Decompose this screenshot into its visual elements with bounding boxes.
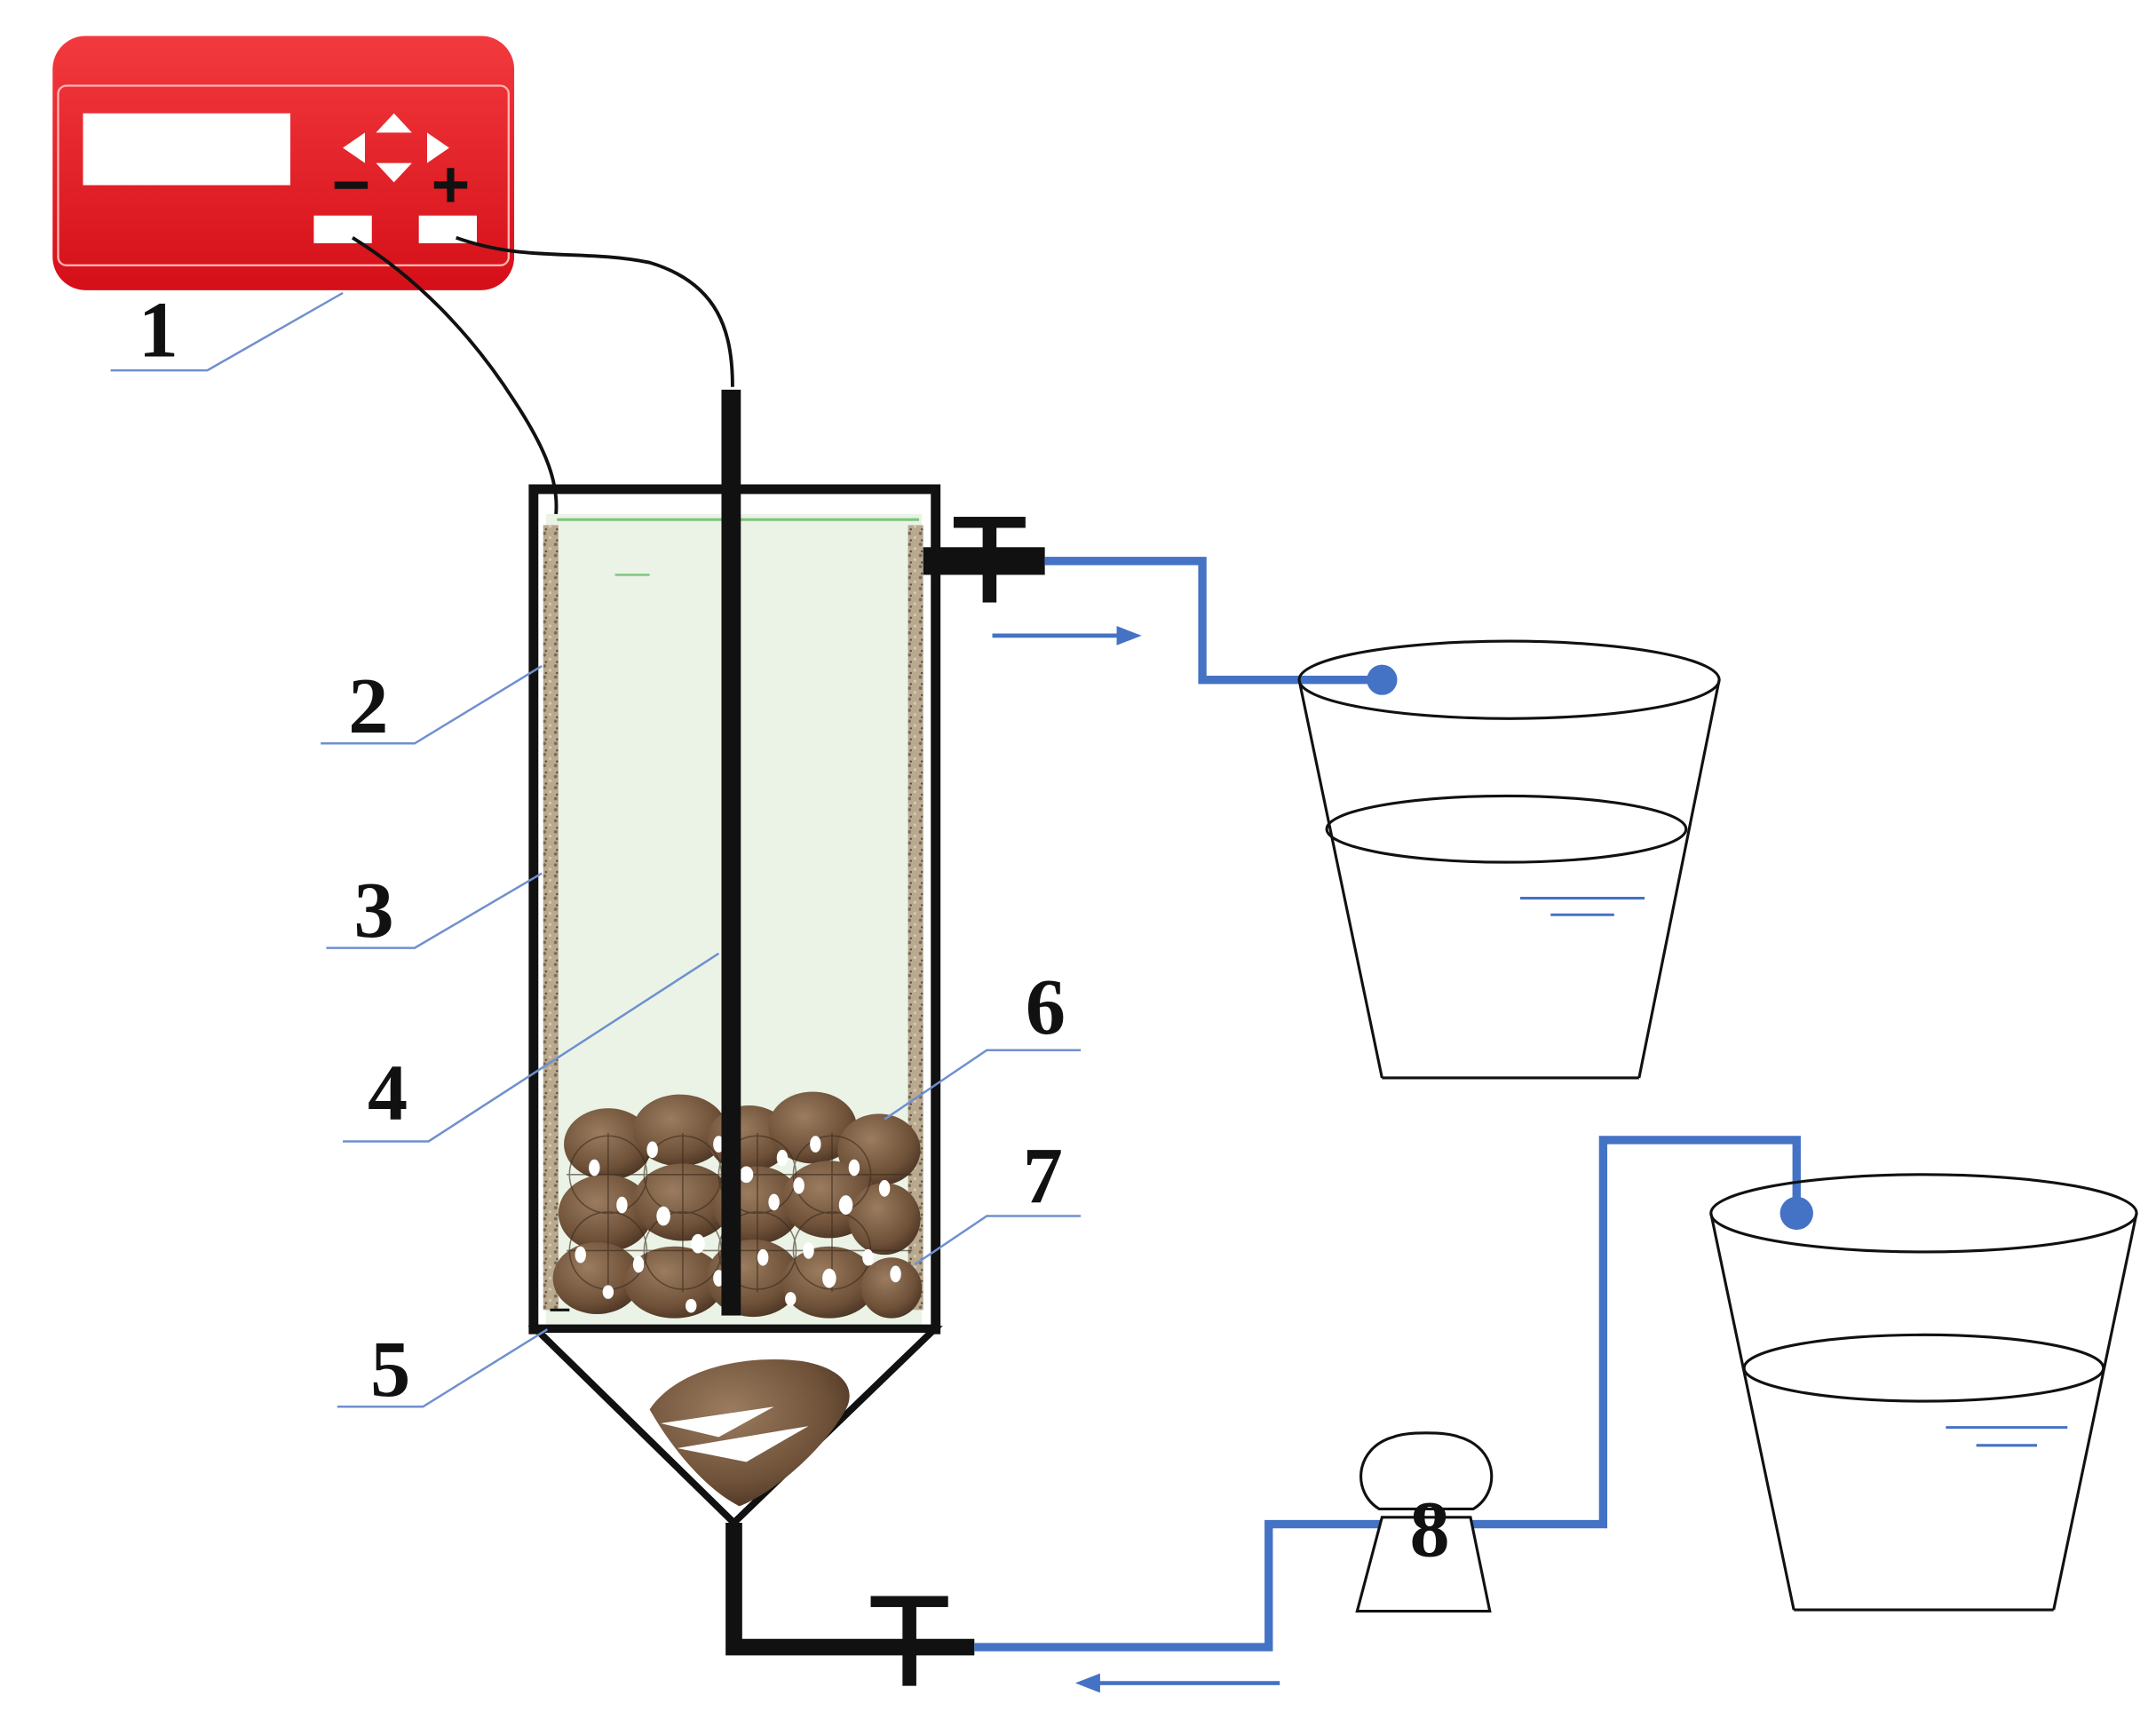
power-supply-panel [57, 84, 510, 266]
effluent-pipe-outlet [1367, 664, 1398, 695]
influent-pipe-intake [1779, 1196, 1813, 1231]
valve-handle [953, 517, 1026, 528]
peristaltic-pump-icon [1355, 1431, 1494, 1613]
valve-icon [982, 522, 997, 603]
outer-electrode-right [908, 525, 923, 1311]
bottom-inlet-pipe [725, 1523, 975, 1656]
influent-flow-arrow [1074, 1673, 1280, 1693]
leader-5 [337, 1328, 549, 1408]
influent-pipe-to-reactor [974, 1519, 1383, 1652]
arrow-right-icon [426, 132, 449, 163]
leader-3 [326, 872, 543, 949]
effluent-flow-arrow [992, 625, 1142, 646]
arrow-down-icon [376, 162, 412, 183]
top-outlet-valve [923, 517, 1045, 603]
influent-bucket-icon [1709, 1173, 2138, 1612]
valve-handle [870, 1596, 948, 1607]
minus-terminal-sign: − [332, 147, 371, 221]
effluent-pipe [1044, 557, 1383, 685]
leader-lines [110, 291, 1082, 1408]
label-power-supply: 1 [139, 286, 178, 375]
minus-terminal [313, 215, 372, 243]
effluent-bucket-icon [1297, 639, 1721, 1080]
valve-icon [902, 1603, 916, 1686]
label-4: 4 [368, 1049, 408, 1137]
sediment [649, 1359, 850, 1507]
leader-4 [343, 952, 720, 1143]
leader-6 [884, 1049, 1082, 1121]
wire-positive [456, 235, 734, 387]
label-2: 2 [348, 661, 388, 750]
arrow-left-icon [343, 132, 365, 163]
leader-2 [321, 665, 543, 745]
power-supply: − + [52, 36, 515, 290]
central-rod-electrode [721, 389, 741, 1316]
label-5: 5 [370, 1325, 410, 1414]
label-pump: 8 [1410, 1485, 1450, 1573]
power-supply-display [83, 113, 290, 186]
leader-1 [110, 291, 344, 372]
leader-7 [914, 1215, 1082, 1266]
outer-electrode-left [543, 525, 559, 1311]
plus-terminal-sign: + [432, 147, 471, 221]
label-3: 3 [354, 866, 394, 955]
reactor-column [527, 389, 975, 1656]
wire-negative [351, 236, 559, 519]
arrow-up-icon [376, 113, 412, 133]
bottom-valve [870, 1596, 948, 1686]
plus-terminal [418, 215, 478, 243]
influent-pipe-from-tank [1464, 1136, 1801, 1529]
arrow-buttons [343, 113, 449, 183]
label-7: 7 [1023, 1131, 1063, 1220]
label-6: 6 [1026, 962, 1066, 1051]
